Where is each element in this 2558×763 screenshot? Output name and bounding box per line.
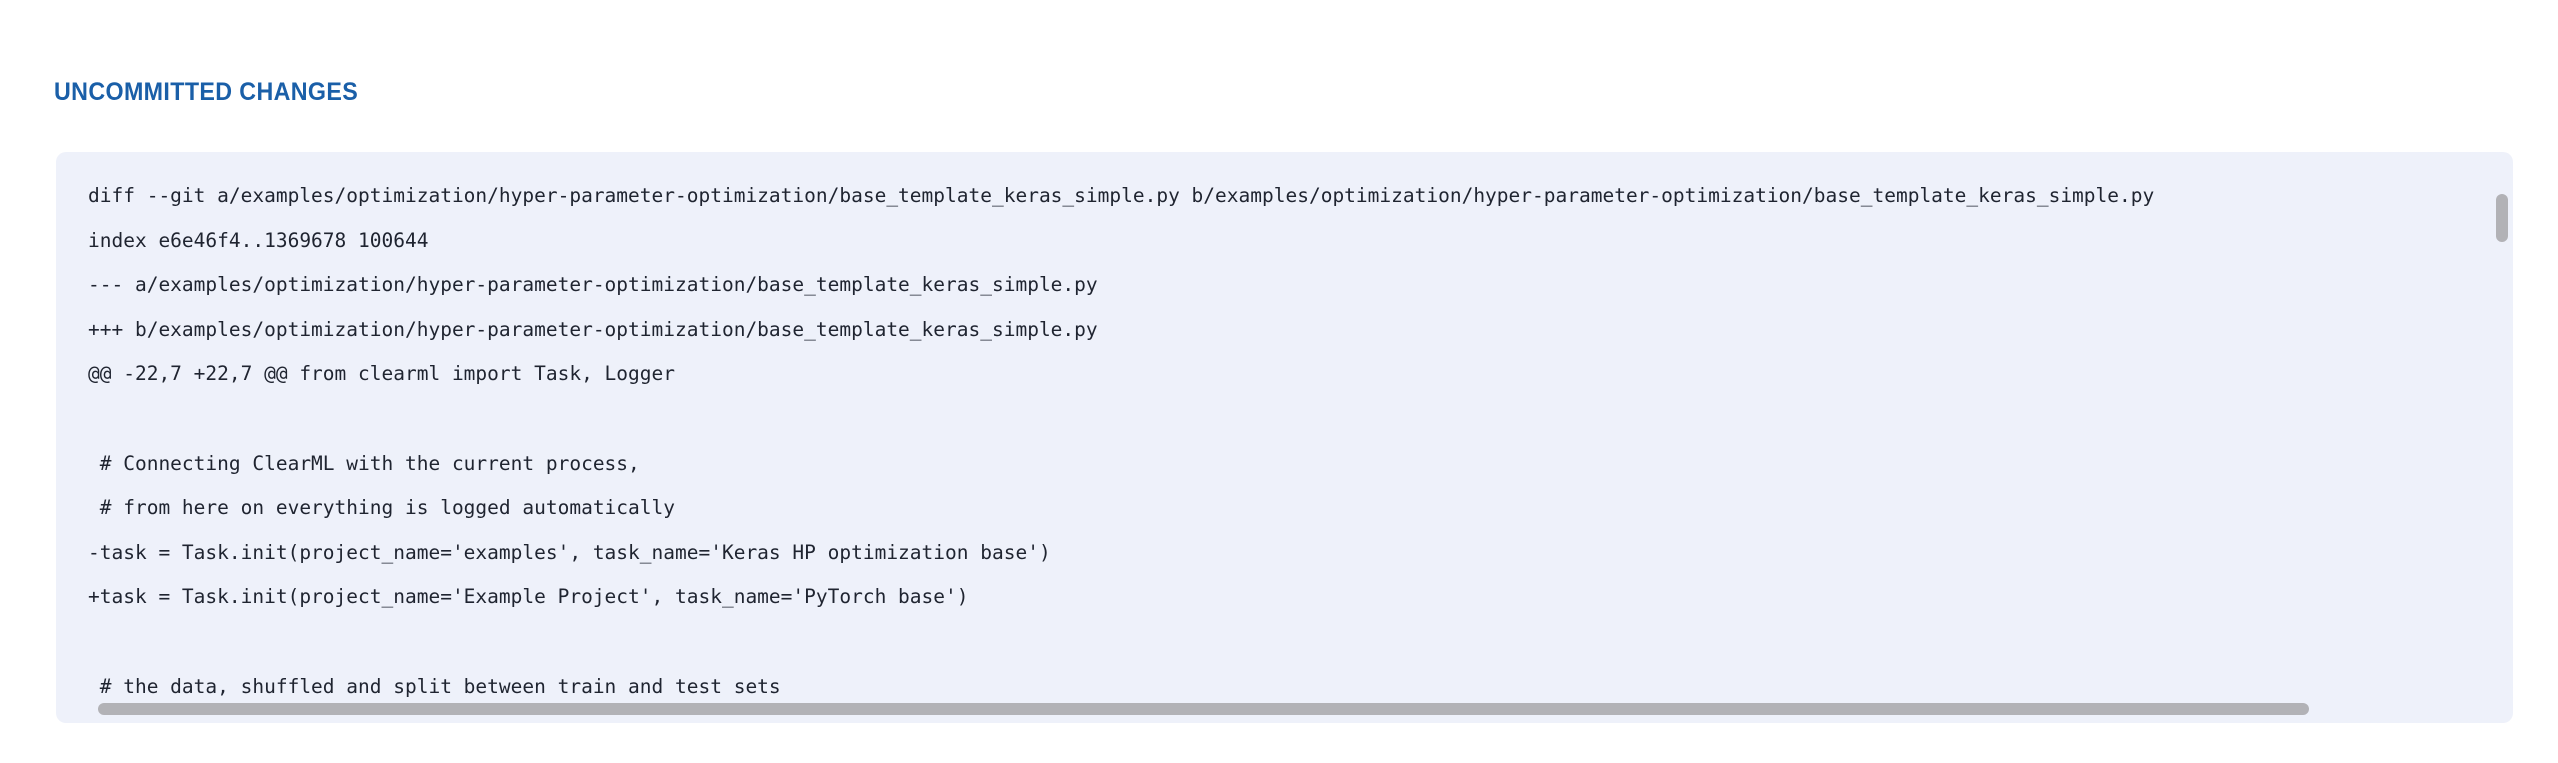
diff-line: --- a/examples/optimization/hyper-parame… xyxy=(88,273,1098,297)
diff-line: index e6e46f4..1369678 100644 xyxy=(88,228,429,252)
diff-line: # Connecting ClearML with the current pr… xyxy=(88,451,640,475)
vertical-scrollbar-thumb[interactable] xyxy=(2496,194,2508,242)
diff-line xyxy=(88,397,2154,442)
diff-scroll-area[interactable]: diff --git a/examples/optimization/hyper… xyxy=(56,152,2513,723)
horizontal-scrollbar[interactable] xyxy=(56,697,2513,723)
diff-line: @@ -22,7 +22,7 @@ from clearml import Ta… xyxy=(88,362,675,386)
diff-line: # from here on everything is logged auto… xyxy=(88,496,675,520)
diff-line: -task = Task.init(project_name='examples… xyxy=(88,540,1051,564)
diff-code-block: diff --git a/examples/optimization/hyper… xyxy=(88,174,2154,709)
diff-line: diff --git a/examples/optimization/hyper… xyxy=(88,184,2155,207)
diff-line: +++ b/examples/optimization/hyper-parame… xyxy=(88,317,1098,341)
vertical-scrollbar[interactable] xyxy=(2491,152,2513,723)
horizontal-scrollbar-thumb[interactable] xyxy=(98,703,2309,715)
diff-panel: diff --git a/examples/optimization/hyper… xyxy=(56,152,2513,723)
diff-line xyxy=(88,620,2154,665)
diff-line: +task = Task.init(project_name='Example … xyxy=(88,585,969,609)
page-title: UNCOMMITTED CHANGES xyxy=(54,78,359,106)
diff-line: # the data, shuffled and split between t… xyxy=(88,674,781,698)
